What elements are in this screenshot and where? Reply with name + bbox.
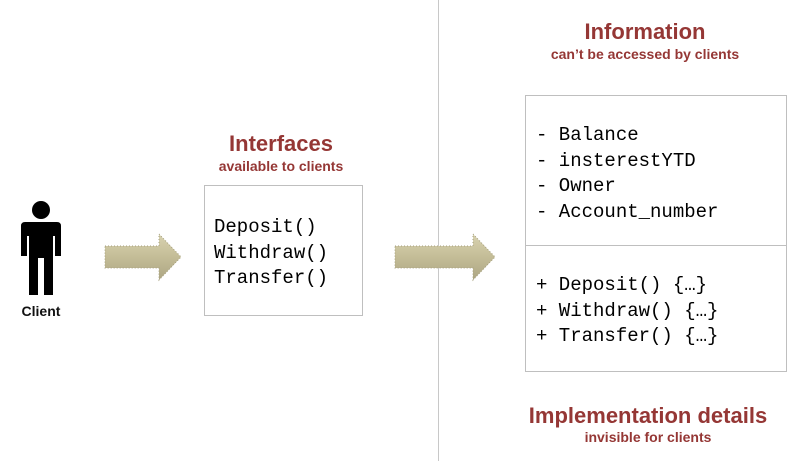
attribute-item: - Owner bbox=[536, 175, 616, 197]
method-item: + Withdraw() {…} bbox=[536, 299, 719, 322]
interfaces-box: Deposit() Withdraw() Transfer() bbox=[204, 185, 363, 316]
information-title: Information bbox=[584, 19, 706, 44]
methods-section: + Deposit() {…} + Withdraw() {…} + Trans… bbox=[526, 246, 786, 350]
vertical-divider bbox=[438, 0, 439, 461]
interfaces-heading: Interfaces available to clients bbox=[201, 131, 361, 175]
interfaces-subtitle: available to clients bbox=[218, 158, 344, 174]
interface-item: Deposit() bbox=[214, 216, 317, 238]
interfaces-title: Interfaces bbox=[229, 131, 333, 156]
attribute-item: - Account_number bbox=[536, 200, 719, 223]
implementation-title: Implementation details bbox=[528, 403, 768, 428]
interface-item: Withdraw() bbox=[214, 241, 329, 264]
right-arrow-icon bbox=[104, 232, 182, 282]
information-subtitle: can’t be accessed by clients bbox=[550, 46, 740, 62]
person-icon bbox=[21, 201, 61, 295]
implementation-subtitle: invisible for clients bbox=[584, 429, 712, 445]
attribute-item: - Balance bbox=[536, 124, 639, 146]
interface-item: Transfer() bbox=[214, 267, 329, 289]
attribute-item: - insterestYTD bbox=[536, 149, 696, 172]
attributes-section: - Balance - insterestYTD - Owner - Accou… bbox=[526, 96, 786, 246]
method-item: + Transfer() {…} bbox=[536, 325, 719, 347]
class-box: - Balance - insterestYTD - Owner - Accou… bbox=[525, 95, 787, 372]
client-label: Client bbox=[21, 303, 61, 319]
information-heading: Information can’t be accessed by clients bbox=[520, 19, 770, 63]
method-item: + Deposit() {…} bbox=[536, 274, 708, 296]
right-arrow-icon bbox=[394, 232, 496, 282]
implementation-heading: Implementation details invisible for cli… bbox=[500, 403, 796, 446]
